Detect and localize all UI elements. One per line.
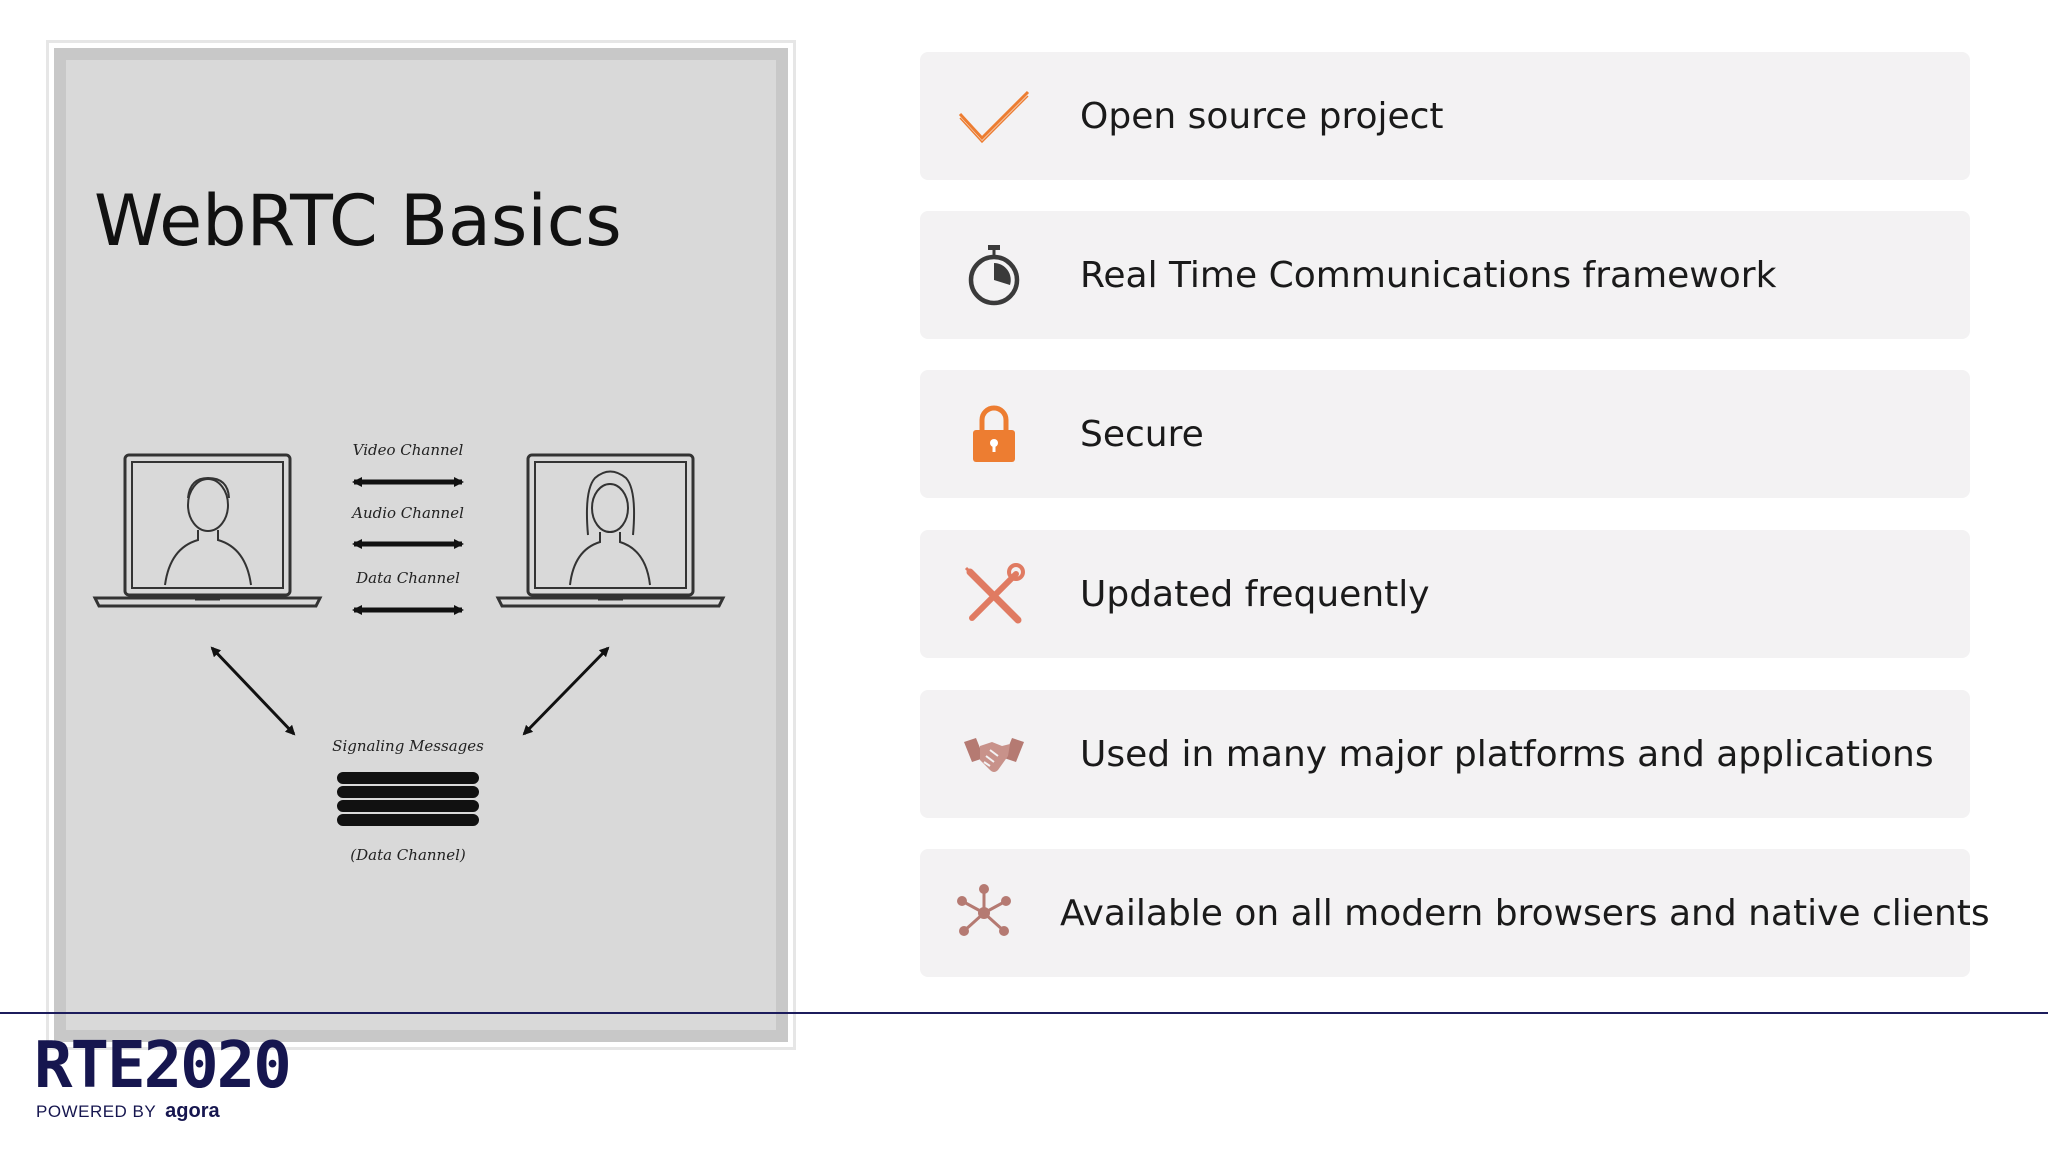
feature-label: Used in many major platforms and applica… [1080,733,1934,775]
signaling-stack-icon [337,772,479,826]
signaling-arrow-right [522,646,610,736]
network-icon [954,873,1014,953]
checkmark-icon [954,76,1034,156]
feature-open-source: Open source project [920,52,1970,180]
audio-channel-label: Audio Channel [350,504,464,522]
tools-icon [954,554,1034,634]
laptop-left [92,453,323,608]
feature-label: Available on all modern browsers and nat… [1060,892,1990,934]
diagram-panel [54,48,788,1042]
feature-label: Real Time Communications framework [1080,254,1777,296]
agora-brand: agora [165,1100,220,1122]
male-avatar-icon [164,476,252,586]
feature-browsers: Available on all modern browsers and nat… [920,849,1990,977]
feature-label: Secure [1080,413,1204,455]
feature-updated: Updated frequently [920,530,1970,658]
signaling-messages-label: Signaling Messages [332,737,484,755]
feature-label: Updated frequently [1080,573,1430,615]
feature-secure: Secure [920,370,1970,498]
webrtc-diagram: Video Channel Audio Channel Data Channel… [92,441,726,864]
footer-divider [0,1012,2048,1014]
feature-realtime: Real Time Communications framework [920,211,1970,339]
stopwatch-icon [954,235,1034,315]
slide-title: WebRTC Basics [94,180,622,262]
data-channel-label: Data Channel [355,569,460,587]
lock-icon [954,394,1034,474]
panel-frame [46,40,796,1050]
video-channel-label: Video Channel [353,441,464,459]
rte-logo: RTE2020 [34,1029,292,1103]
powered-by: POWERED BY agora [36,1100,220,1123]
signaling-sub-label: (Data Channel) [350,846,466,864]
female-avatar-icon [569,470,651,586]
signaling-arrow-left [210,646,296,736]
laptop-right [495,453,726,608]
feature-label: Open source project [1080,95,1444,137]
feature-platforms: Used in many major platforms and applica… [920,690,1970,818]
handshake-icon [954,714,1034,794]
powered-by-label: POWERED BY [36,1102,156,1121]
